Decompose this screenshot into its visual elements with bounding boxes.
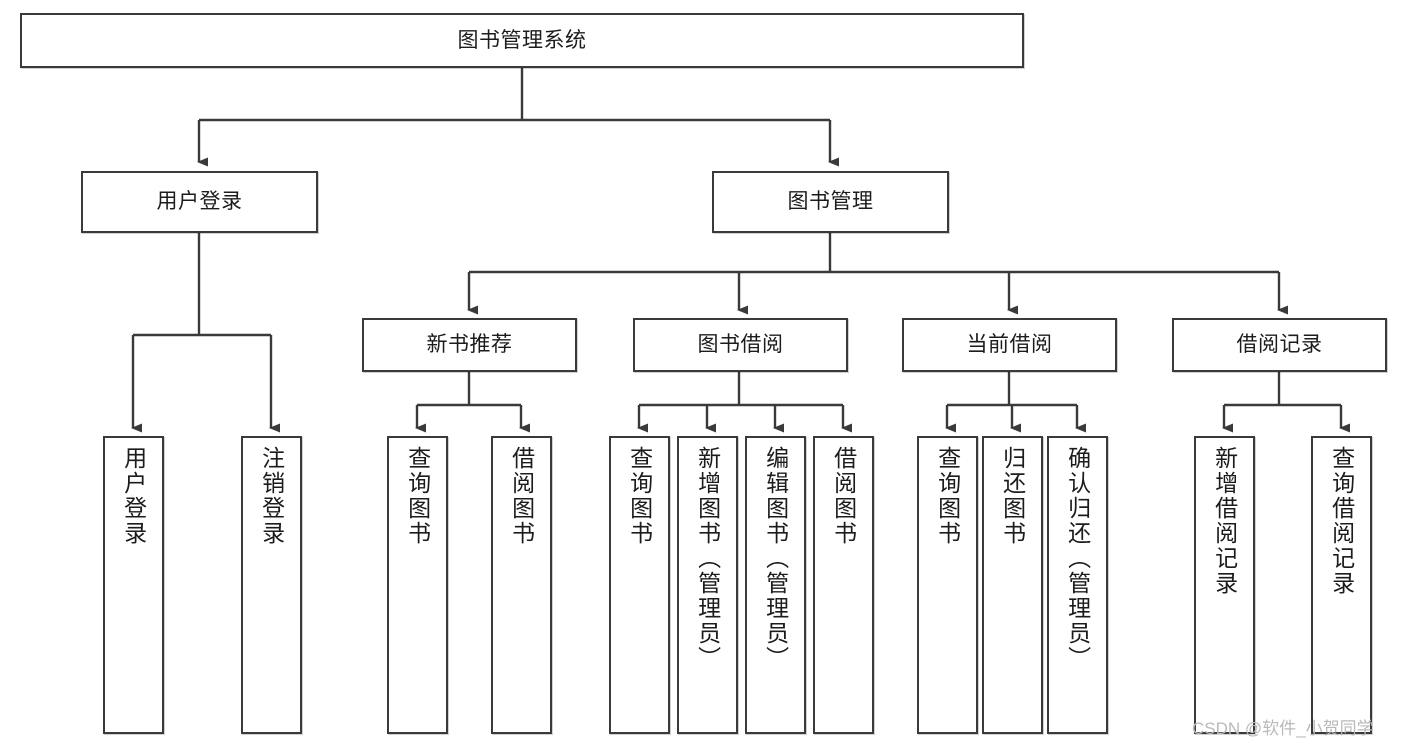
leaf-record-query-record[interactable]: 查询借阅记录 (1311, 436, 1372, 734)
leaf-borrow-edit-book-admin[interactable]: 编辑图书（管理员） (745, 436, 806, 734)
node-label: 借阅记录 (1236, 333, 1323, 357)
node-label: 注销登录 (258, 446, 285, 546)
node-new-book-recommend[interactable]: 新书推荐 (362, 318, 577, 372)
node-book-management[interactable]: 图书管理 (712, 171, 949, 233)
node-book-borrow[interactable]: 图书借阅 (633, 318, 848, 372)
node-label: 编辑图书（管理员） (762, 446, 789, 671)
leaf-user-login[interactable]: 用户登录 (103, 436, 164, 734)
node-label: 查询图书 (934, 446, 961, 546)
node-label: 新书推荐 (426, 333, 513, 357)
node-label: 新增借阅记录 (1211, 446, 1238, 596)
node-user-login[interactable]: 用户登录 (81, 171, 318, 233)
node-label: 借阅图书 (830, 446, 857, 546)
node-label: 确认归还（管理员） (1064, 446, 1091, 671)
leaf-borrow-add-book-admin[interactable]: 新增图书（管理员） (677, 436, 738, 734)
node-current-borrow[interactable]: 当前借阅 (902, 318, 1117, 372)
leaf-user-logout[interactable]: 注销登录 (241, 436, 302, 734)
node-label: 查询图书 (626, 446, 653, 546)
node-label: 当前借阅 (966, 333, 1053, 357)
node-label: 查询借阅记录 (1328, 446, 1355, 596)
leaf-recommend-query-book[interactable]: 查询图书 (387, 436, 448, 734)
node-borrow-record[interactable]: 借阅记录 (1172, 318, 1387, 372)
leaf-borrow-borrow-book[interactable]: 借阅图书 (813, 436, 874, 734)
node-label: 归还图书 (999, 446, 1026, 546)
node-label: 新增图书（管理员） (694, 446, 721, 671)
node-label: 用户登录 (120, 446, 147, 546)
node-label: 图书管理 (787, 190, 874, 214)
node-label: 查询图书 (404, 446, 431, 546)
leaf-current-confirm-return-admin[interactable]: 确认归还（管理员） (1047, 436, 1108, 734)
node-label: 借阅图书 (508, 446, 535, 546)
node-label: 图书借阅 (697, 333, 784, 357)
node-label: 用户登录 (156, 190, 243, 214)
leaf-recommend-borrow-book[interactable]: 借阅图书 (491, 436, 552, 734)
leaf-current-query-book[interactable]: 查询图书 (917, 436, 978, 734)
leaf-borrow-query-book[interactable]: 查询图书 (609, 436, 670, 734)
leaf-current-return-book[interactable]: 归还图书 (982, 436, 1043, 734)
node-label: 图书管理系统 (457, 28, 587, 52)
leaf-record-add-record[interactable]: 新增借阅记录 (1194, 436, 1255, 734)
node-root-system[interactable]: 图书管理系统 (20, 13, 1024, 68)
csdn-watermark: CSDN @软件_小贺同学 (1192, 719, 1374, 738)
